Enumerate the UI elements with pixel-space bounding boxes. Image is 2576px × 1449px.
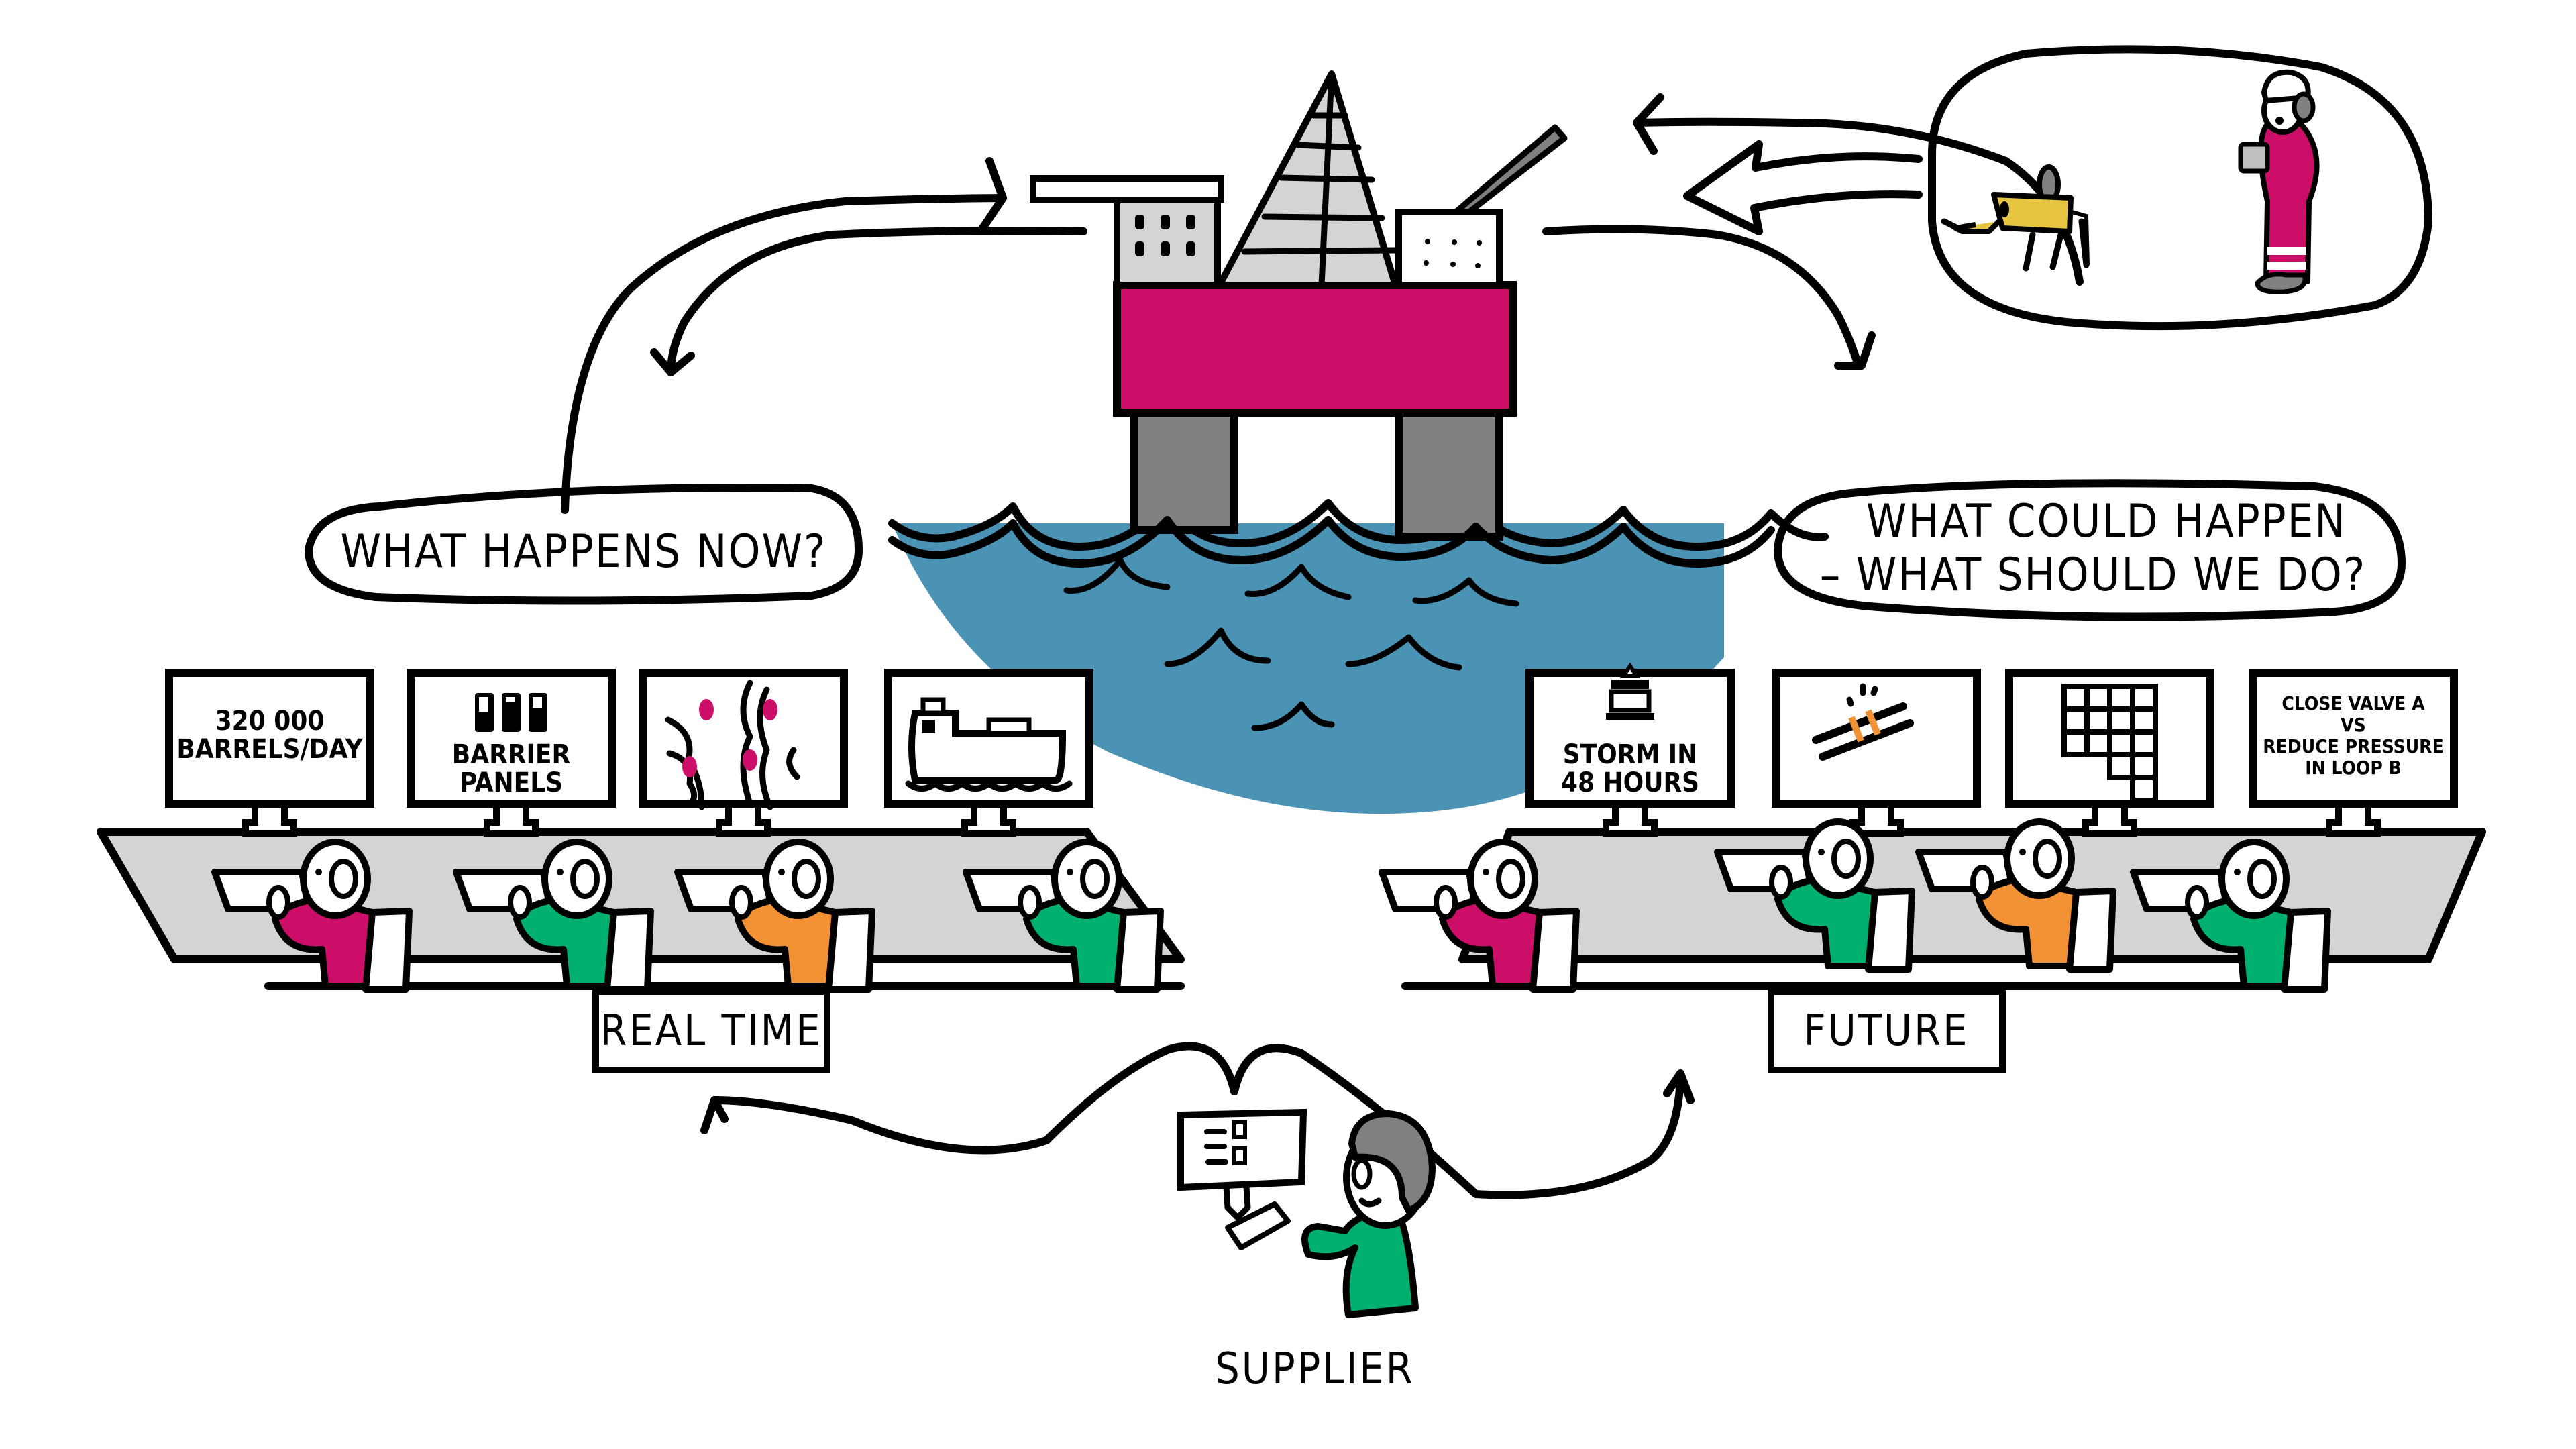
chair — [604, 908, 654, 993]
deck — [1113, 281, 1517, 417]
offshore-platform — [888, 70, 1829, 814]
ft-operator-4 — [2130, 839, 2331, 993]
ft-screen-1-text: STORM IN — [1563, 739, 1698, 770]
ft-monitor-3 — [2005, 669, 2214, 837]
chair — [1114, 908, 1164, 993]
rt-screen-1-text: BARRELS/DAY — [176, 734, 363, 765]
chair — [1865, 888, 1915, 973]
ft-screen-4-text: IN LOOP B — [2305, 757, 2402, 779]
ft-operator-1 — [1379, 839, 1580, 993]
leg-left — [1130, 398, 1238, 534]
ft-operator-2 — [1714, 818, 1915, 973]
ft-screen-4-text: VS — [2341, 714, 2366, 736]
rt-operator-3 — [674, 839, 875, 993]
ft-screen-1-text: 48 HOURS — [1561, 767, 1699, 798]
monitor-screen — [165, 669, 374, 808]
leg-right — [1395, 398, 1503, 541]
real-time-label: REAL TIME — [600, 1006, 822, 1056]
process-module — [1395, 209, 1503, 289]
sea — [892, 523, 1724, 814]
thought-bubble — [1928, 45, 2432, 331]
rt-operator-1 — [211, 839, 413, 993]
bubble-future: WHAT COULD HAPPEN – WHAT SHOULD WE DO? — [1774, 479, 2406, 621]
ft-screen-4-text: REDUCE PRESSURE — [2263, 735, 2444, 757]
field-worker-icon — [2238, 69, 2320, 294]
supplier: SUPPLIER — [700, 1042, 1695, 1394]
headset-icon — [570, 859, 600, 899]
pipe-icon — [1812, 683, 1914, 761]
rt-screen-2-text: BARRIER — [452, 739, 570, 770]
headset-icon — [792, 859, 821, 899]
bubble-future-line1: WHAT COULD HAPPEN — [1866, 495, 2347, 548]
headset-icon — [1831, 839, 1861, 879]
rt-monitor-3 — [639, 669, 848, 837]
rt-monitor-4 — [884, 669, 1093, 837]
bubble-now: WHAT HAPPENS NOW? — [305, 484, 863, 605]
barrier-panels-icon — [475, 693, 547, 732]
headset-icon — [2247, 859, 2277, 899]
rt-screen-2-text: PANELS — [460, 767, 563, 798]
headset-icon — [1080, 859, 1110, 899]
future-label: FUTURE — [1804, 1006, 1970, 1056]
platform-icon — [1606, 662, 1654, 720]
ft-monitor-2 — [1772, 669, 1981, 837]
bubble-now-text: WHAT HAPPENS NOW? — [340, 525, 826, 578]
robot-dog-icon — [1941, 164, 2090, 272]
rt-operator-2 — [453, 839, 654, 993]
chair — [825, 908, 875, 993]
supplier-label: SUPPLIER — [1215, 1344, 1415, 1394]
chair — [362, 908, 413, 993]
rt-operator-4 — [963, 839, 1164, 993]
chair — [1529, 908, 1580, 993]
grid-table-icon — [2061, 684, 2158, 803]
sea-surface — [888, 499, 1829, 551]
ft-operator-3 — [1915, 818, 2116, 973]
ship-icon — [905, 697, 1073, 792]
monitor-screen — [2249, 669, 2458, 808]
headset-icon — [2033, 839, 2062, 879]
sensor-map-icon — [665, 680, 800, 810]
future-label-box — [1768, 988, 2006, 1073]
waves — [1063, 557, 1519, 731]
chair — [2281, 908, 2331, 993]
rt-screen-1-text: 320 000 — [215, 706, 325, 737]
headset-icon — [329, 859, 358, 899]
flare-boom — [1452, 124, 1568, 215]
ft-screen-4-text: CLOSE VALVE A — [2282, 692, 2425, 714]
chair — [2066, 888, 2116, 973]
real-time-label-box — [592, 988, 830, 1073]
bubble-future-line2: – WHAT SHOULD WE DO? — [1820, 549, 2367, 602]
headset-icon — [1496, 859, 1525, 899]
